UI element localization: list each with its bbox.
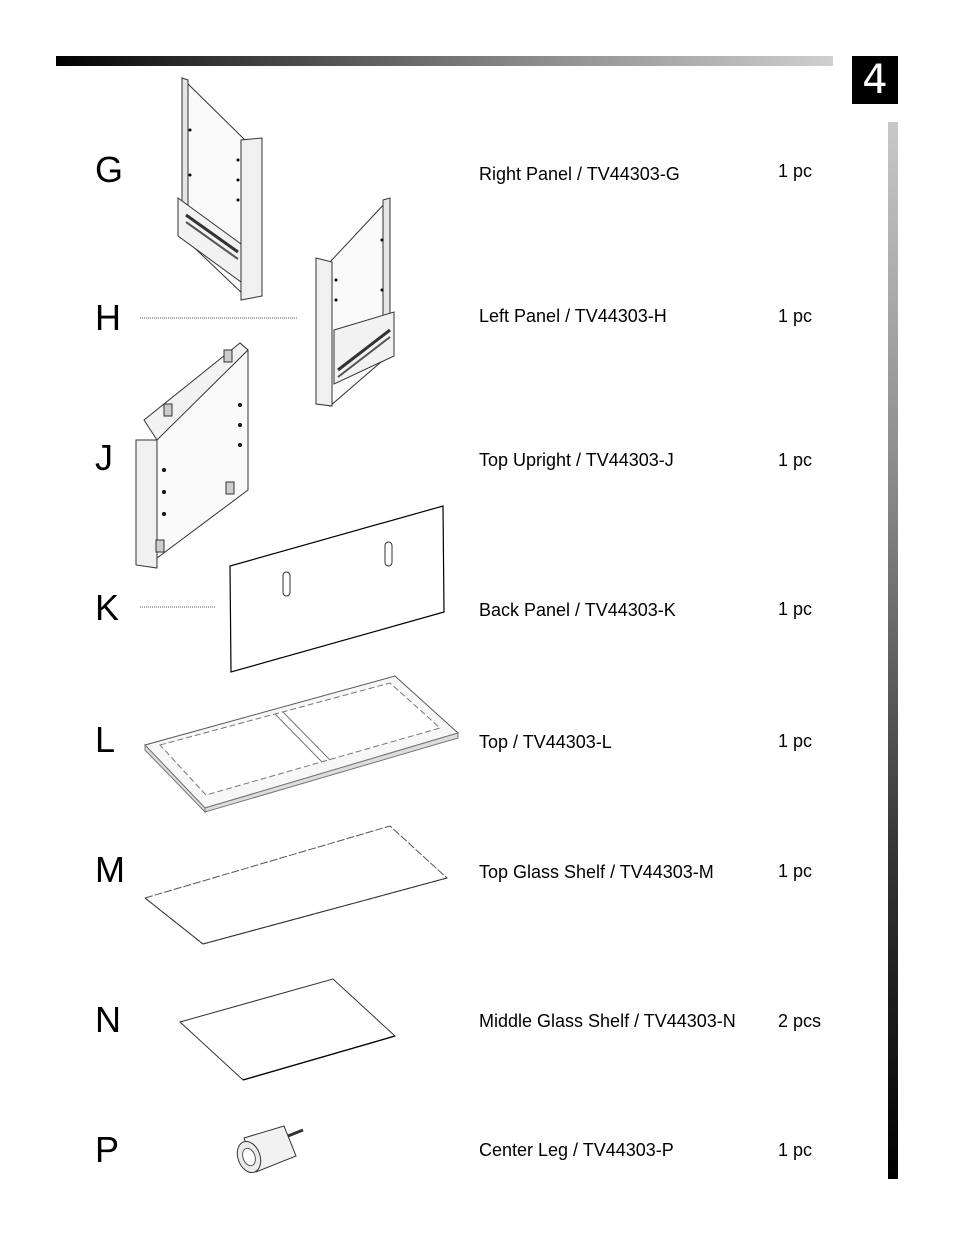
part-qty-n: 2 pcs <box>778 1011 822 1031</box>
part-name-l: Top / TV44303-L <box>479 732 612 752</box>
part-qty-k: 1 pc <box>778 599 813 619</box>
part-name-m: Top Glass Shelf / TV44303-M <box>479 862 714 882</box>
left-panel-drawing <box>315 197 395 408</box>
part-name-k: Back Panel / TV44303-K <box>479 600 676 620</box>
part-qty-l: 1 pc <box>778 731 813 751</box>
part-name-n: Middle Glass Shelf / TV44303-N <box>479 1011 736 1031</box>
part-qty-g: 1 pc <box>778 161 813 181</box>
part-letter-j: J <box>95 437 113 478</box>
part-qty-h: 1 pc <box>778 306 813 326</box>
part-letter-g: G <box>95 149 124 190</box>
top-upright-drawing <box>135 342 249 569</box>
back-panel-drawing <box>229 505 445 673</box>
header-gradient-bar <box>56 56 833 66</box>
part-letter-p: P <box>95 1129 120 1170</box>
side-gradient-bar <box>888 122 898 1179</box>
part-name-j: Top Upright / TV44303-J <box>479 450 674 470</box>
part-qty-m: 1 pc <box>778 861 813 881</box>
part-name-g: Right Panel / TV44303-G <box>479 164 680 184</box>
part-letter-k: K <box>95 587 120 628</box>
middle-glass-shelf-drawing <box>179 978 396 1081</box>
center-leg-drawing <box>236 1125 304 1173</box>
top-glass-shelf-drawing <box>143 825 449 945</box>
part-letter-l: L <box>95 719 116 760</box>
part-qty-p: 1 pc <box>778 1140 813 1160</box>
part-letter-n: N <box>95 999 121 1040</box>
part-name-p: Center Leg / TV44303-P <box>479 1140 674 1160</box>
top-drawing <box>144 675 459 814</box>
right-panel-drawing <box>177 76 263 301</box>
part-qty-j: 1 pc <box>778 450 813 470</box>
part-letter-m: M <box>95 849 125 890</box>
page-number-badge: 4 <box>852 56 898 104</box>
part-letter-h: H <box>95 297 121 338</box>
part-name-h: Left Panel / TV44303-H <box>479 306 667 326</box>
